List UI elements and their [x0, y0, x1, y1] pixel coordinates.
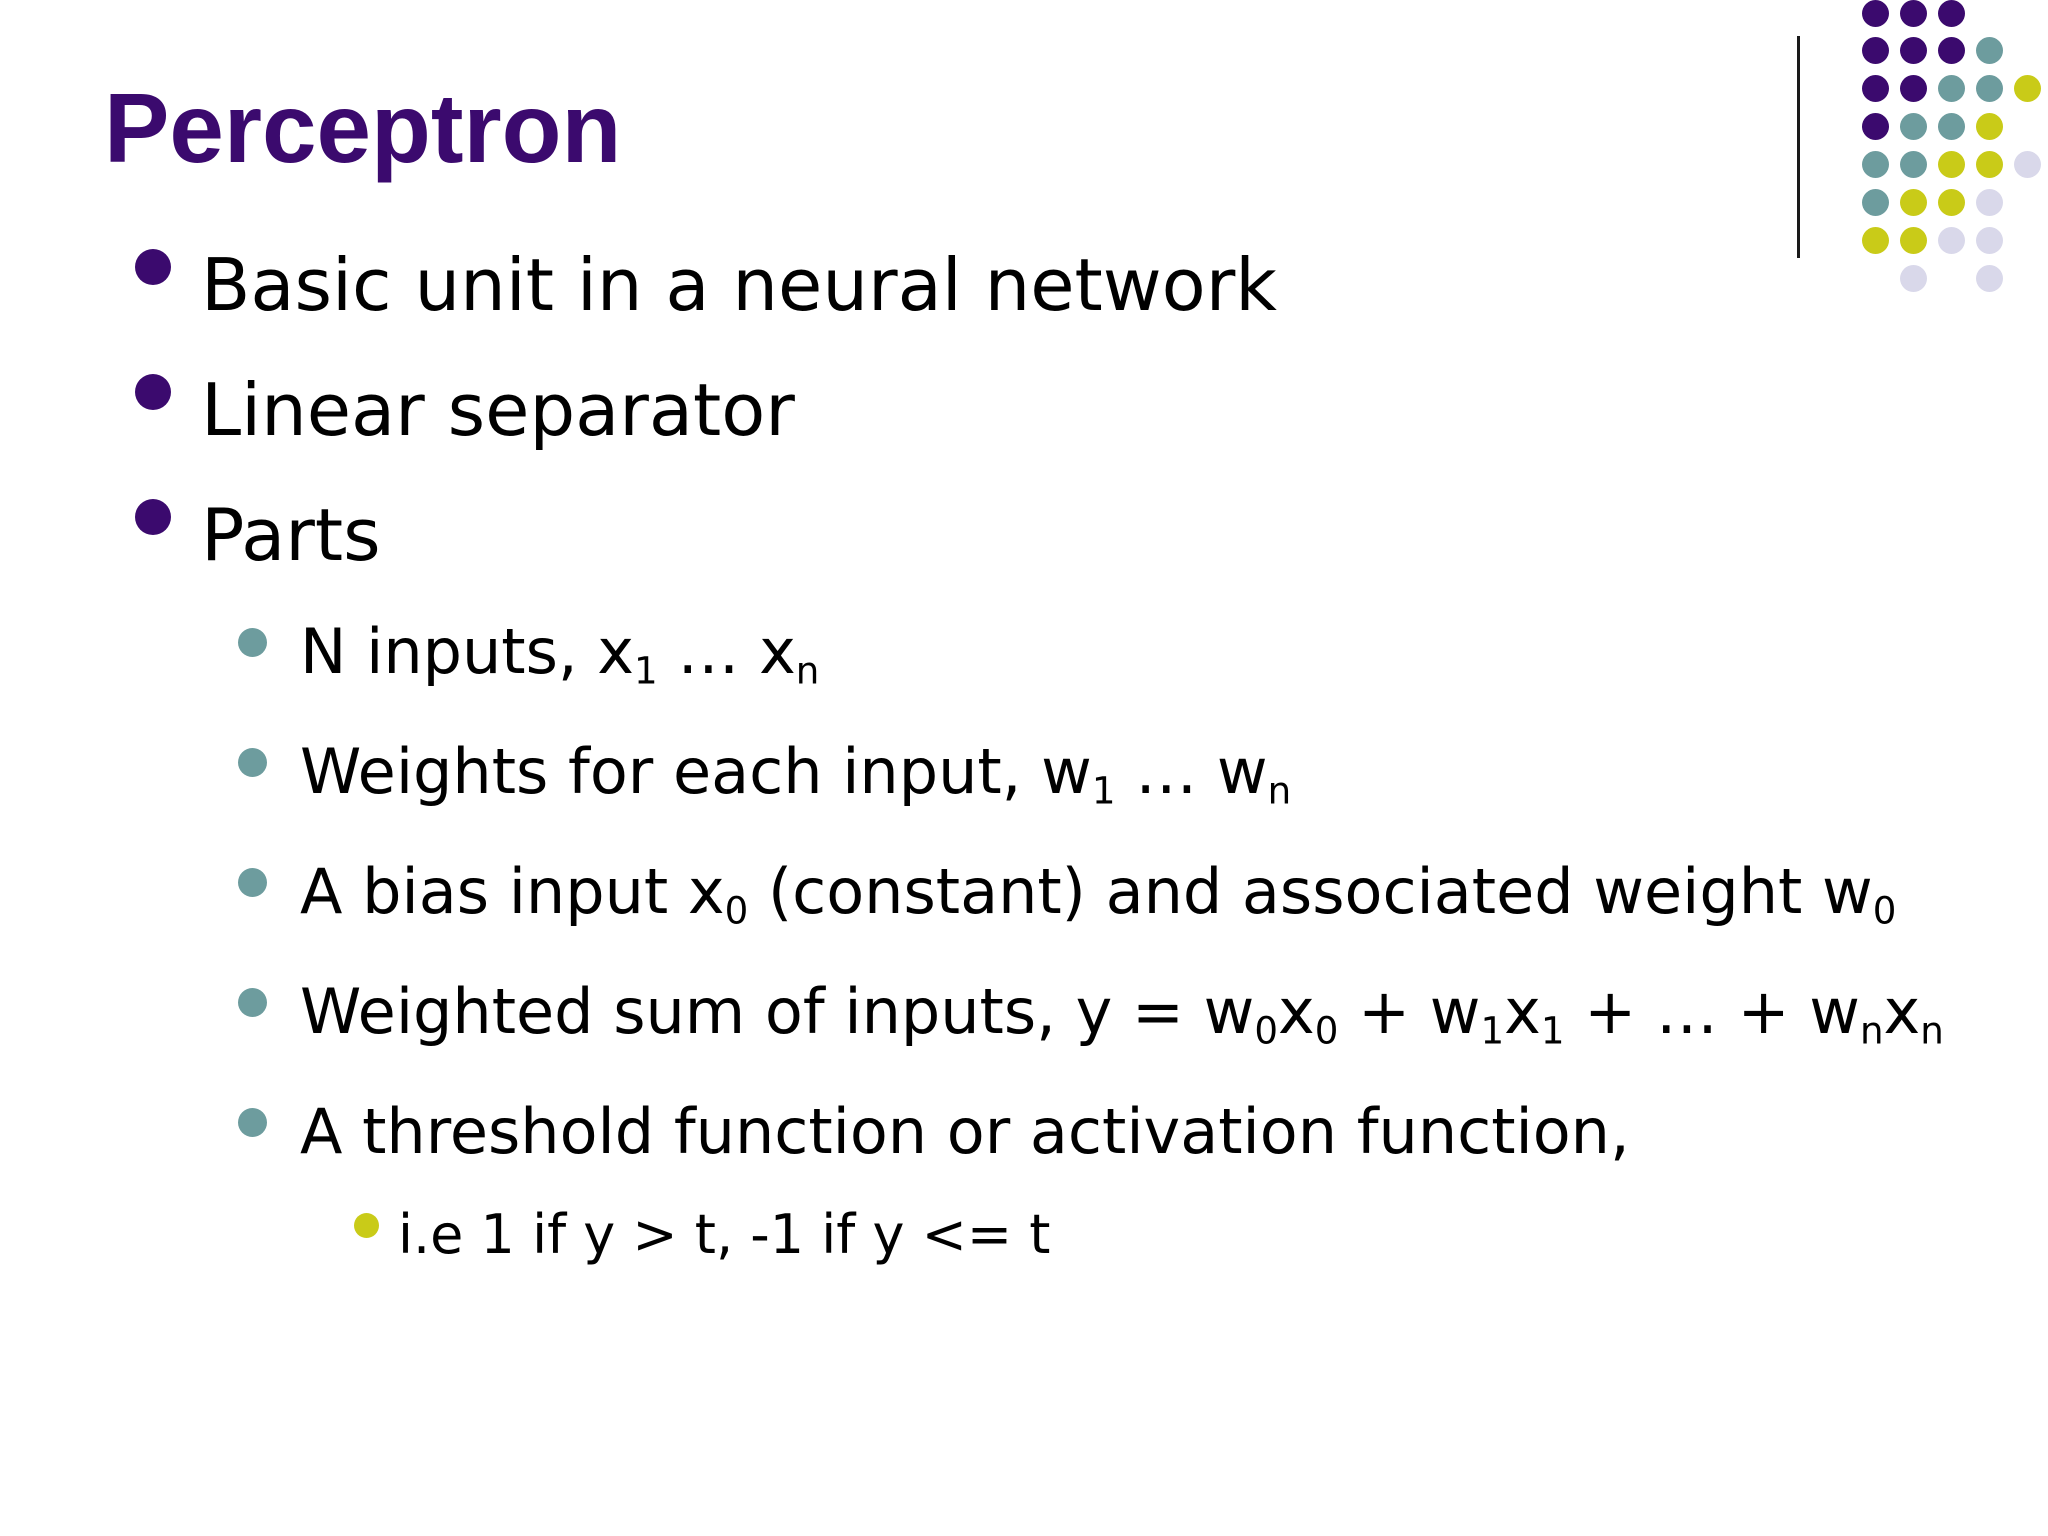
decorative-dot: [2014, 75, 2041, 102]
sub-bullet-inputs: N inputs, x1 … xn: [300, 612, 819, 692]
decorative-dot: [1976, 113, 2003, 140]
subscript: 1: [1091, 768, 1116, 813]
subscript: 1: [1540, 1008, 1565, 1053]
bullet-linear-separator: Linear separator: [201, 368, 795, 452]
decorative-dot: [1862, 151, 1889, 178]
text-run: Weighted sum of inputs, y = w: [300, 975, 1255, 1048]
text-run: x: [1883, 975, 1921, 1048]
decorative-dot: [1976, 189, 2003, 216]
sub-sub-bullet-threshold-rule: i.e 1 if y > t, -1 if y <= t: [398, 1203, 1051, 1266]
decorative-dot: [1976, 37, 2003, 64]
text-run: A bias input x: [300, 855, 725, 928]
subscript: n: [1267, 768, 1292, 813]
decorative-dot: [1862, 0, 1889, 27]
decorative-dot: [1976, 151, 2003, 178]
text-run: + w: [1338, 975, 1481, 1048]
text-run: N inputs, x: [300, 615, 634, 688]
decorative-dot: [1976, 75, 2003, 102]
decorative-dot: [1900, 37, 1927, 64]
text-run: Weights for each input, w: [300, 735, 1092, 808]
subscript: n: [1920, 1008, 1944, 1053]
decorative-dot: [1862, 113, 1889, 140]
decorative-dot: [1900, 0, 1927, 27]
decorative-dot: [1938, 189, 1965, 216]
sub-sub-bullet-marker: [354, 1213, 379, 1238]
sub-bullet-marker: [238, 748, 267, 777]
sub-bullet-marker: [238, 868, 267, 897]
text-run: A threshold function or activation funct…: [300, 1095, 1630, 1168]
decorative-dot: [1938, 37, 1965, 64]
text-run: … w: [1115, 735, 1268, 808]
text-run: + … + w: [1564, 975, 1860, 1048]
sub-bullet-weights: Weights for each input, w1 … wn: [300, 732, 1291, 812]
decorative-dot: [1862, 75, 1889, 102]
sub-bullet-weighted-sum: Weighted sum of inputs, y = w0x0 + w1x1 …: [300, 972, 1944, 1052]
subscript: 0: [1872, 888, 1897, 933]
decorative-dot: [1900, 265, 1927, 292]
subscript: 0: [1254, 1008, 1279, 1053]
decorative-dot: [2014, 151, 2041, 178]
slide-title: Perceptron: [104, 73, 622, 183]
bullet-basic-unit: Basic unit in a neural network: [201, 243, 1277, 327]
decorative-dot: [1976, 227, 2003, 254]
text-run: … x: [657, 615, 796, 688]
decorative-dot: [1900, 75, 1927, 102]
decorative-dot: [1976, 265, 2003, 292]
decorative-dot: [1938, 151, 1965, 178]
decorative-dot: [1938, 113, 1965, 140]
decorative-dot: [1900, 189, 1927, 216]
decorative-dot: [1938, 0, 1965, 27]
bullet-marker: [135, 249, 171, 285]
text-run: x: [1504, 975, 1541, 1048]
decorative-dot: [1938, 75, 1965, 102]
text-run: (constant) and associated weight w: [748, 855, 1873, 928]
decorative-dot: [1862, 189, 1889, 216]
sub-bullet-bias: A bias input x0 (constant) and associate…: [300, 852, 1896, 932]
decorative-dot: [1862, 227, 1889, 254]
text-run: x: [1278, 975, 1315, 1048]
subscript: 1: [633, 648, 658, 693]
decorative-dot: [1900, 113, 1927, 140]
subscript: n: [1859, 1008, 1884, 1053]
subscript: 0: [724, 888, 749, 933]
decorative-dot: [1900, 151, 1927, 178]
title-divider-line: [1797, 36, 1800, 258]
sub-bullet-marker: [238, 988, 267, 1017]
sub-bullet-marker: [238, 628, 267, 657]
sub-bullet-threshold: A threshold function or activation funct…: [300, 1092, 1630, 1172]
decorative-dot: [1900, 227, 1927, 254]
subscript: 1: [1480, 1008, 1505, 1053]
bullet-marker: [135, 499, 171, 535]
bullet-marker: [135, 374, 171, 410]
decorative-dot: [1862, 37, 1889, 64]
bullet-parts: Parts: [201, 493, 381, 577]
subscript: n: [795, 648, 820, 693]
decorative-dot: [1938, 227, 1965, 254]
sub-bullet-marker: [238, 1108, 267, 1137]
subscript: 0: [1314, 1008, 1339, 1053]
decorative-dot-grid: [0, 0, 2048, 300]
